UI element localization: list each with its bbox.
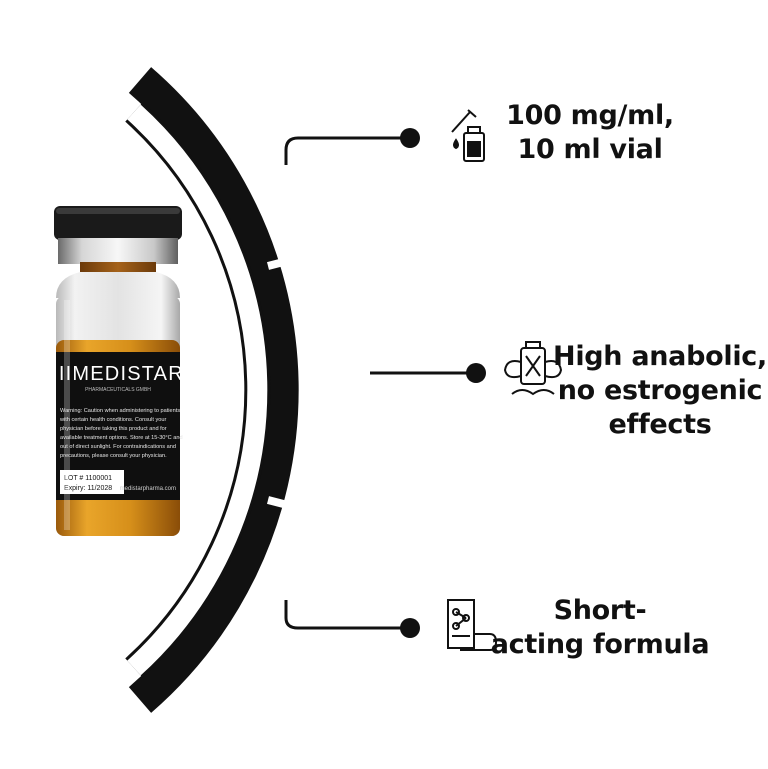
- feature-formula: Short- acting formula: [490, 594, 710, 662]
- vial-warning-line: available treatment options. Store at 15…: [60, 435, 183, 441]
- feature-line: effects: [608, 409, 712, 440]
- feature-line: no estrogenic: [557, 375, 763, 406]
- vial-website: medistarpharma.com: [120, 486, 176, 492]
- feature-line: 10 ml vial: [517, 134, 663, 165]
- feature-line: acting formula: [490, 629, 710, 660]
- connector-1: [284, 128, 420, 165]
- connector-2: [370, 363, 486, 383]
- formula-document-icon: [447, 599, 498, 651]
- vial-lot-box: [60, 470, 124, 494]
- feature-anabolic: High anabolic, no estrogenic effects: [552, 340, 768, 442]
- vial-brand: IIIMEDISTAR: [52, 363, 184, 385]
- decorative-arc: [125, 67, 331, 713]
- muscle-bottle-icon: [503, 341, 563, 396]
- vial-lot: LOT # 1100001: [64, 475, 112, 482]
- dropper-vial-icon: [451, 109, 485, 162]
- feature-line: High anabolic,: [553, 341, 767, 372]
- vial-warning-line: precautions, please consult your physici…: [60, 453, 167, 459]
- vial-warning-line: out of direct sunlight. For contraindica…: [60, 444, 176, 450]
- vial-expiry: Expiry: 11/2028: [64, 485, 112, 492]
- vial-warning-line: with certain health conditions. Consult …: [59, 417, 166, 423]
- product-vial: IIIMEDISTAR PHARMACEUTICALS GMBH Warning…: [52, 206, 184, 536]
- vial-crimp: [58, 238, 178, 264]
- vial-warning-line: physician before taking this product and…: [60, 426, 167, 432]
- vial-subtitle: PHARMACEUTICALS GMBH: [85, 387, 151, 393]
- vial-cap: [54, 206, 182, 240]
- vial-warning-line: Warning: Caution when administering to p…: [60, 408, 180, 414]
- feature-concentration: 100 mg/ml, 10 ml vial: [500, 99, 680, 167]
- feature-line: 100 mg/ml,: [506, 100, 674, 131]
- feature-line: Short-: [553, 595, 647, 626]
- connector-3: [284, 600, 420, 638]
